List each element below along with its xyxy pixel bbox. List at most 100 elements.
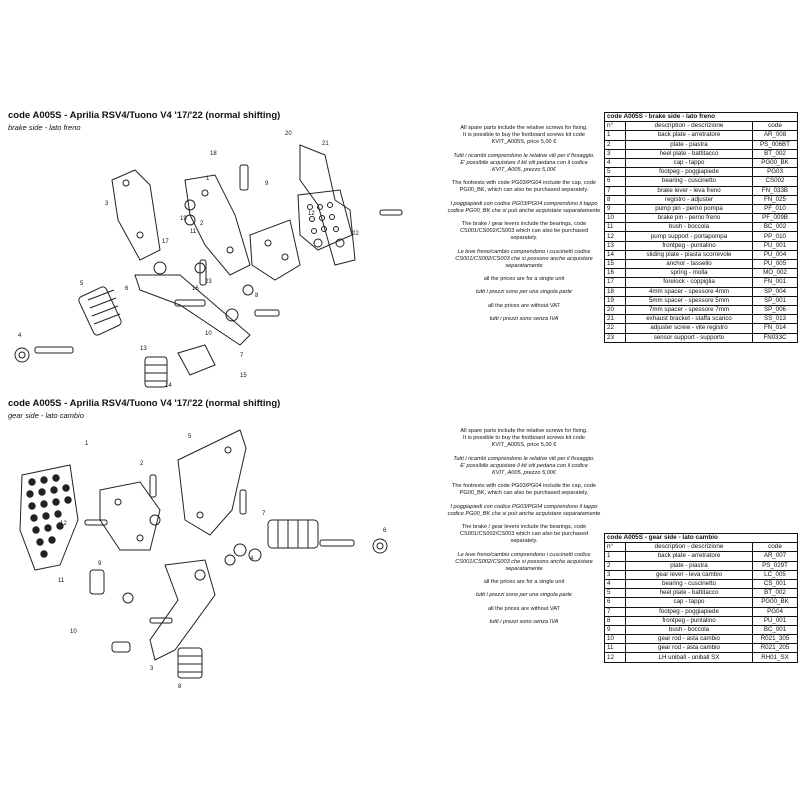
column-header: n° xyxy=(604,121,626,132)
heel-plate-part xyxy=(177,429,247,536)
part-description-cell: 7mm spacer - spessore 7mm xyxy=(625,304,753,316)
part-code-cell: AR_008 xyxy=(752,130,798,141)
part-code-cell: BT_002 xyxy=(752,148,798,159)
part-description-cell: exhaust bracket - staffa scarico xyxy=(625,314,753,325)
column-header: n° xyxy=(604,542,626,553)
part-code-cell: BC_002 xyxy=(752,222,798,233)
part-number-cell: 5 xyxy=(604,588,626,599)
plate-hole xyxy=(64,496,72,504)
part-number-cell: 8 xyxy=(604,194,626,205)
part-description-cell: footpeg - poggiapiede xyxy=(625,167,753,178)
brake-section-subtitle: brake side - lato freno xyxy=(8,123,81,132)
part-callout-number: 12 xyxy=(308,211,315,217)
part-callout-number: 14 xyxy=(165,383,172,389)
part-description-cell: pump support - portapompa xyxy=(625,231,753,242)
part-description-cell: registro - adjuster xyxy=(625,194,753,205)
part-code-cell: PG03 xyxy=(752,167,798,178)
part-callout-number: 2 xyxy=(140,461,144,467)
part-number-cell: 13 xyxy=(604,240,626,251)
part-code-cell: FN_033B xyxy=(752,185,798,196)
part-number-cell: 9 xyxy=(604,203,626,215)
note-paragraph: tutti i prezzi sono senza IVA xyxy=(489,618,559,625)
part-code-cell: PU_001 xyxy=(752,615,798,626)
part-description-cell: heel plate - battitacco xyxy=(625,588,753,599)
note-paragraph: The footrests with code PG03/PG04 includ… xyxy=(452,483,596,497)
plate-hole xyxy=(36,538,44,546)
part-description-cell: 4mm spacer - spessore 4mm xyxy=(625,286,753,297)
part-description-cell: brake lever - leva freno xyxy=(625,185,753,196)
part-description-cell: bush - boccola xyxy=(625,222,753,233)
part-description-cell: cap - tappo xyxy=(625,597,753,608)
plate-hole xyxy=(40,550,48,558)
part-code-cell: FN_001 xyxy=(752,277,798,288)
part-description-cell: back plate - arretratore xyxy=(625,130,753,141)
note-paragraph: tutti i prezzi sono senza IVA xyxy=(489,315,559,322)
part-code-cell: PG00_BK xyxy=(752,597,798,608)
part-description-cell: bearing - cuscinetto xyxy=(625,176,753,187)
part-code-cell: SS_013 xyxy=(752,314,798,325)
part-description-cell: anchor - tassello xyxy=(625,258,753,270)
part-number-cell: 7 xyxy=(604,606,626,617)
part-callout-number: 9 xyxy=(265,181,269,187)
part-description-cell: footpeg - poggiapiede xyxy=(625,606,753,617)
part-code-cell: CS_001 xyxy=(752,578,798,590)
plate-hole xyxy=(56,522,64,530)
back-plate-part xyxy=(19,464,79,571)
part-number-cell: 14 xyxy=(604,249,626,261)
part-callout-number: 7 xyxy=(262,511,266,517)
plate-hole xyxy=(62,484,70,492)
plate-hole xyxy=(40,500,48,508)
part-number-cell: 6 xyxy=(604,176,626,187)
part-callout-number: 3 xyxy=(150,666,154,672)
note-paragraph: Le leve freno/cambio comprendono i cusci… xyxy=(455,551,593,573)
part-callout-number: 1 xyxy=(206,176,210,182)
part-code-cell: FN_025 xyxy=(752,194,798,205)
part-code-cell: CS002 xyxy=(752,176,798,187)
part-code-cell: PP_010 xyxy=(752,231,798,242)
plate-hole xyxy=(52,498,60,506)
part-number-cell: 3 xyxy=(604,569,626,580)
part-code-cell: RH01_SX xyxy=(752,652,798,663)
note-paragraph: all the prices are without VAT xyxy=(488,605,560,612)
column-header: code xyxy=(752,542,798,553)
part-code-cell: LC_005 xyxy=(752,569,798,580)
part-description-cell: 5mm spacer - spessore 5mm xyxy=(625,295,753,306)
note-paragraph: I poggiapiedi con codice PG03/PG04 compr… xyxy=(447,503,601,517)
part-number-cell: 16 xyxy=(604,268,626,279)
exhaust-bracket-part xyxy=(299,144,356,266)
part-description-cell: cap - tappo xyxy=(625,157,753,169)
part-code-cell: PG00_BK xyxy=(752,157,798,169)
part-number-cell: 11 xyxy=(604,222,626,233)
part-code-cell: SP_001 xyxy=(752,295,798,306)
part-callout-number: 20 xyxy=(285,131,292,137)
part-description-cell: frontpeg - puntalino xyxy=(625,615,753,626)
part-callout-number: 9 xyxy=(98,561,102,567)
part-callout-number: 8 xyxy=(255,293,259,299)
plate-hole xyxy=(50,486,58,494)
table-title: code A005S - gear side - lato cambio xyxy=(604,532,798,544)
part-callout-number: 8 xyxy=(178,684,182,690)
part-callout-number: 5 xyxy=(188,434,192,440)
note-paragraph: Tutti i ricambi comprendono le relative … xyxy=(453,455,595,477)
frontpeg-part xyxy=(144,356,168,388)
note-paragraph: tutti i prezzi sono per una singola part… xyxy=(475,289,573,296)
part-code-cell: BC_001 xyxy=(752,624,798,636)
part-number-cell: 5 xyxy=(604,167,626,178)
part-number-cell: 1 xyxy=(604,130,626,141)
